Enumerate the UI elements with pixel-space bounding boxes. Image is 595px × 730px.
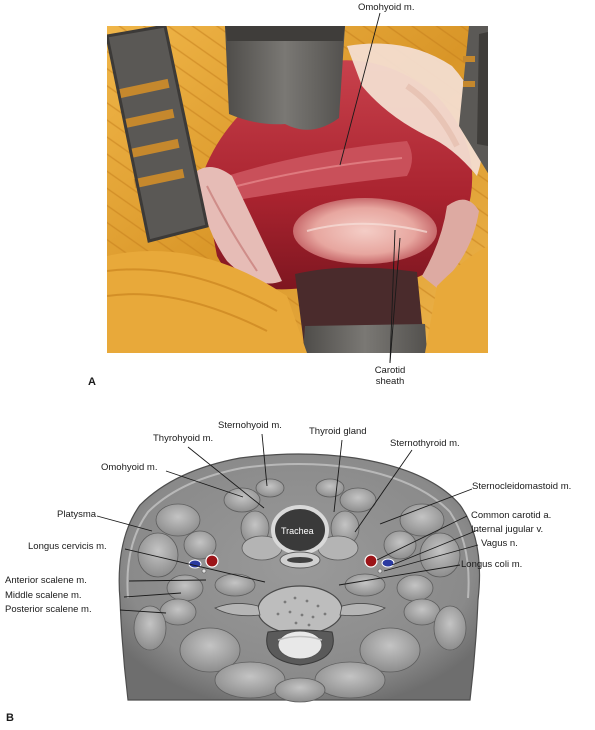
label-vagus: Vagus n. xyxy=(481,538,518,549)
neck-body xyxy=(118,453,481,701)
label-platysma: Platysma xyxy=(57,509,97,520)
label-thyrohyoid: Thyrohyoid m. xyxy=(153,433,214,444)
label-sternohyoid: Sternohyoid m. xyxy=(218,420,282,431)
internal-jugular-right xyxy=(188,559,202,569)
label-carotid-sheath-line1: Carotid xyxy=(374,365,406,376)
label-longus-coli: Longus coli m. xyxy=(461,559,523,570)
surgical-photo xyxy=(107,26,488,353)
common-carotid-left xyxy=(364,554,378,568)
surgical-photo-illustration xyxy=(107,26,488,353)
label-sternothyroid: Sternothyroid m. xyxy=(390,438,460,449)
label-posterior-scalene: Posterior scalene m. xyxy=(5,604,92,615)
label-longus-cervicis: Longus cervicis m. xyxy=(28,541,107,552)
label-omohyoid-photo: Omohyoid m. xyxy=(358,2,415,13)
label-thyroid-gland: Thyroid gland xyxy=(309,426,367,437)
label-middle-scalene: Middle scalene m. xyxy=(5,590,82,601)
label-anterior-scalene: Anterior scalene m. xyxy=(5,575,87,586)
panel-letter-a: A xyxy=(88,376,96,388)
label-internal-jugular: Internal jugular v. xyxy=(471,524,544,535)
internal-jugular-left xyxy=(381,558,395,568)
vertebral-body xyxy=(257,585,343,635)
label-trachea: Trachea xyxy=(281,526,314,536)
panel-letter-b: B xyxy=(6,712,14,724)
label-omohyoid-section: Omohyoid m. xyxy=(101,462,158,473)
label-carotid-sheath-line2: sheath xyxy=(375,376,405,387)
common-carotid-right xyxy=(205,554,219,568)
label-common-carotid: Common carotid a. xyxy=(471,510,552,521)
label-carotid-sheath: Carotid sheath xyxy=(370,365,410,387)
label-sternocleidomastoid: Sternocleidomastoid m. xyxy=(472,481,572,492)
